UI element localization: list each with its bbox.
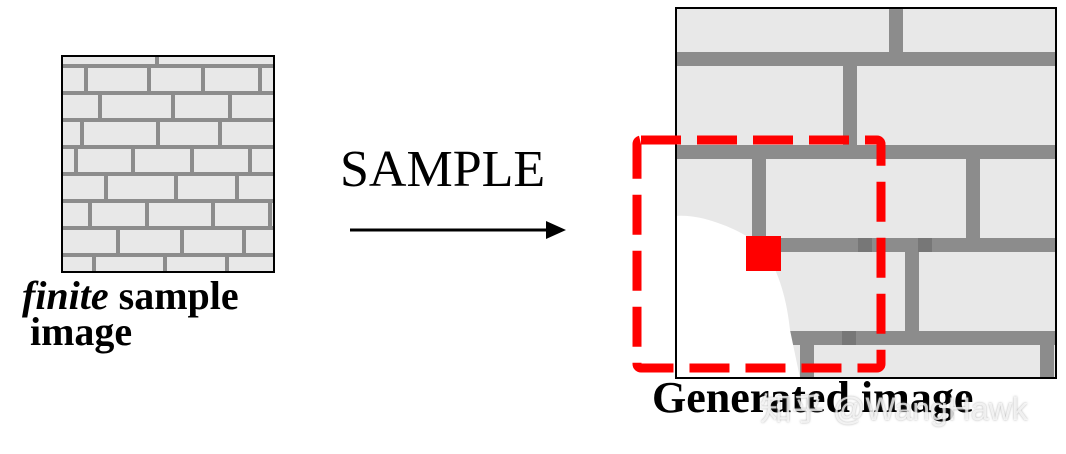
sample-caption-italic: finite — [22, 273, 109, 318]
sample-texture-mortar — [62, 56, 274, 272]
watermark: 知乎 @WangHawk — [760, 391, 1028, 427]
sample-caption-rest: sample — [108, 273, 239, 318]
sample-caption-line2: image — [30, 309, 133, 354]
arrow-head — [546, 221, 566, 239]
generated-texture-frame — [675, 7, 1057, 379]
generated-texture — [675, 7, 1057, 379]
sample-texture — [61, 55, 275, 273]
sample-caption: finite sample image — [22, 276, 239, 354]
target-pixel — [746, 236, 781, 271]
generated-texture-mortar — [676, 8, 1056, 378]
unfilled-region — [676, 215, 800, 378]
sample-arrow — [350, 221, 566, 239]
generated-caption: Generated image — [652, 373, 974, 422]
generated-texture-seams — [842, 238, 932, 345]
arrow-label: SAMPLE — [340, 141, 546, 198]
sample-texture-frame — [61, 55, 275, 273]
neighborhood-window — [632, 135, 886, 373]
